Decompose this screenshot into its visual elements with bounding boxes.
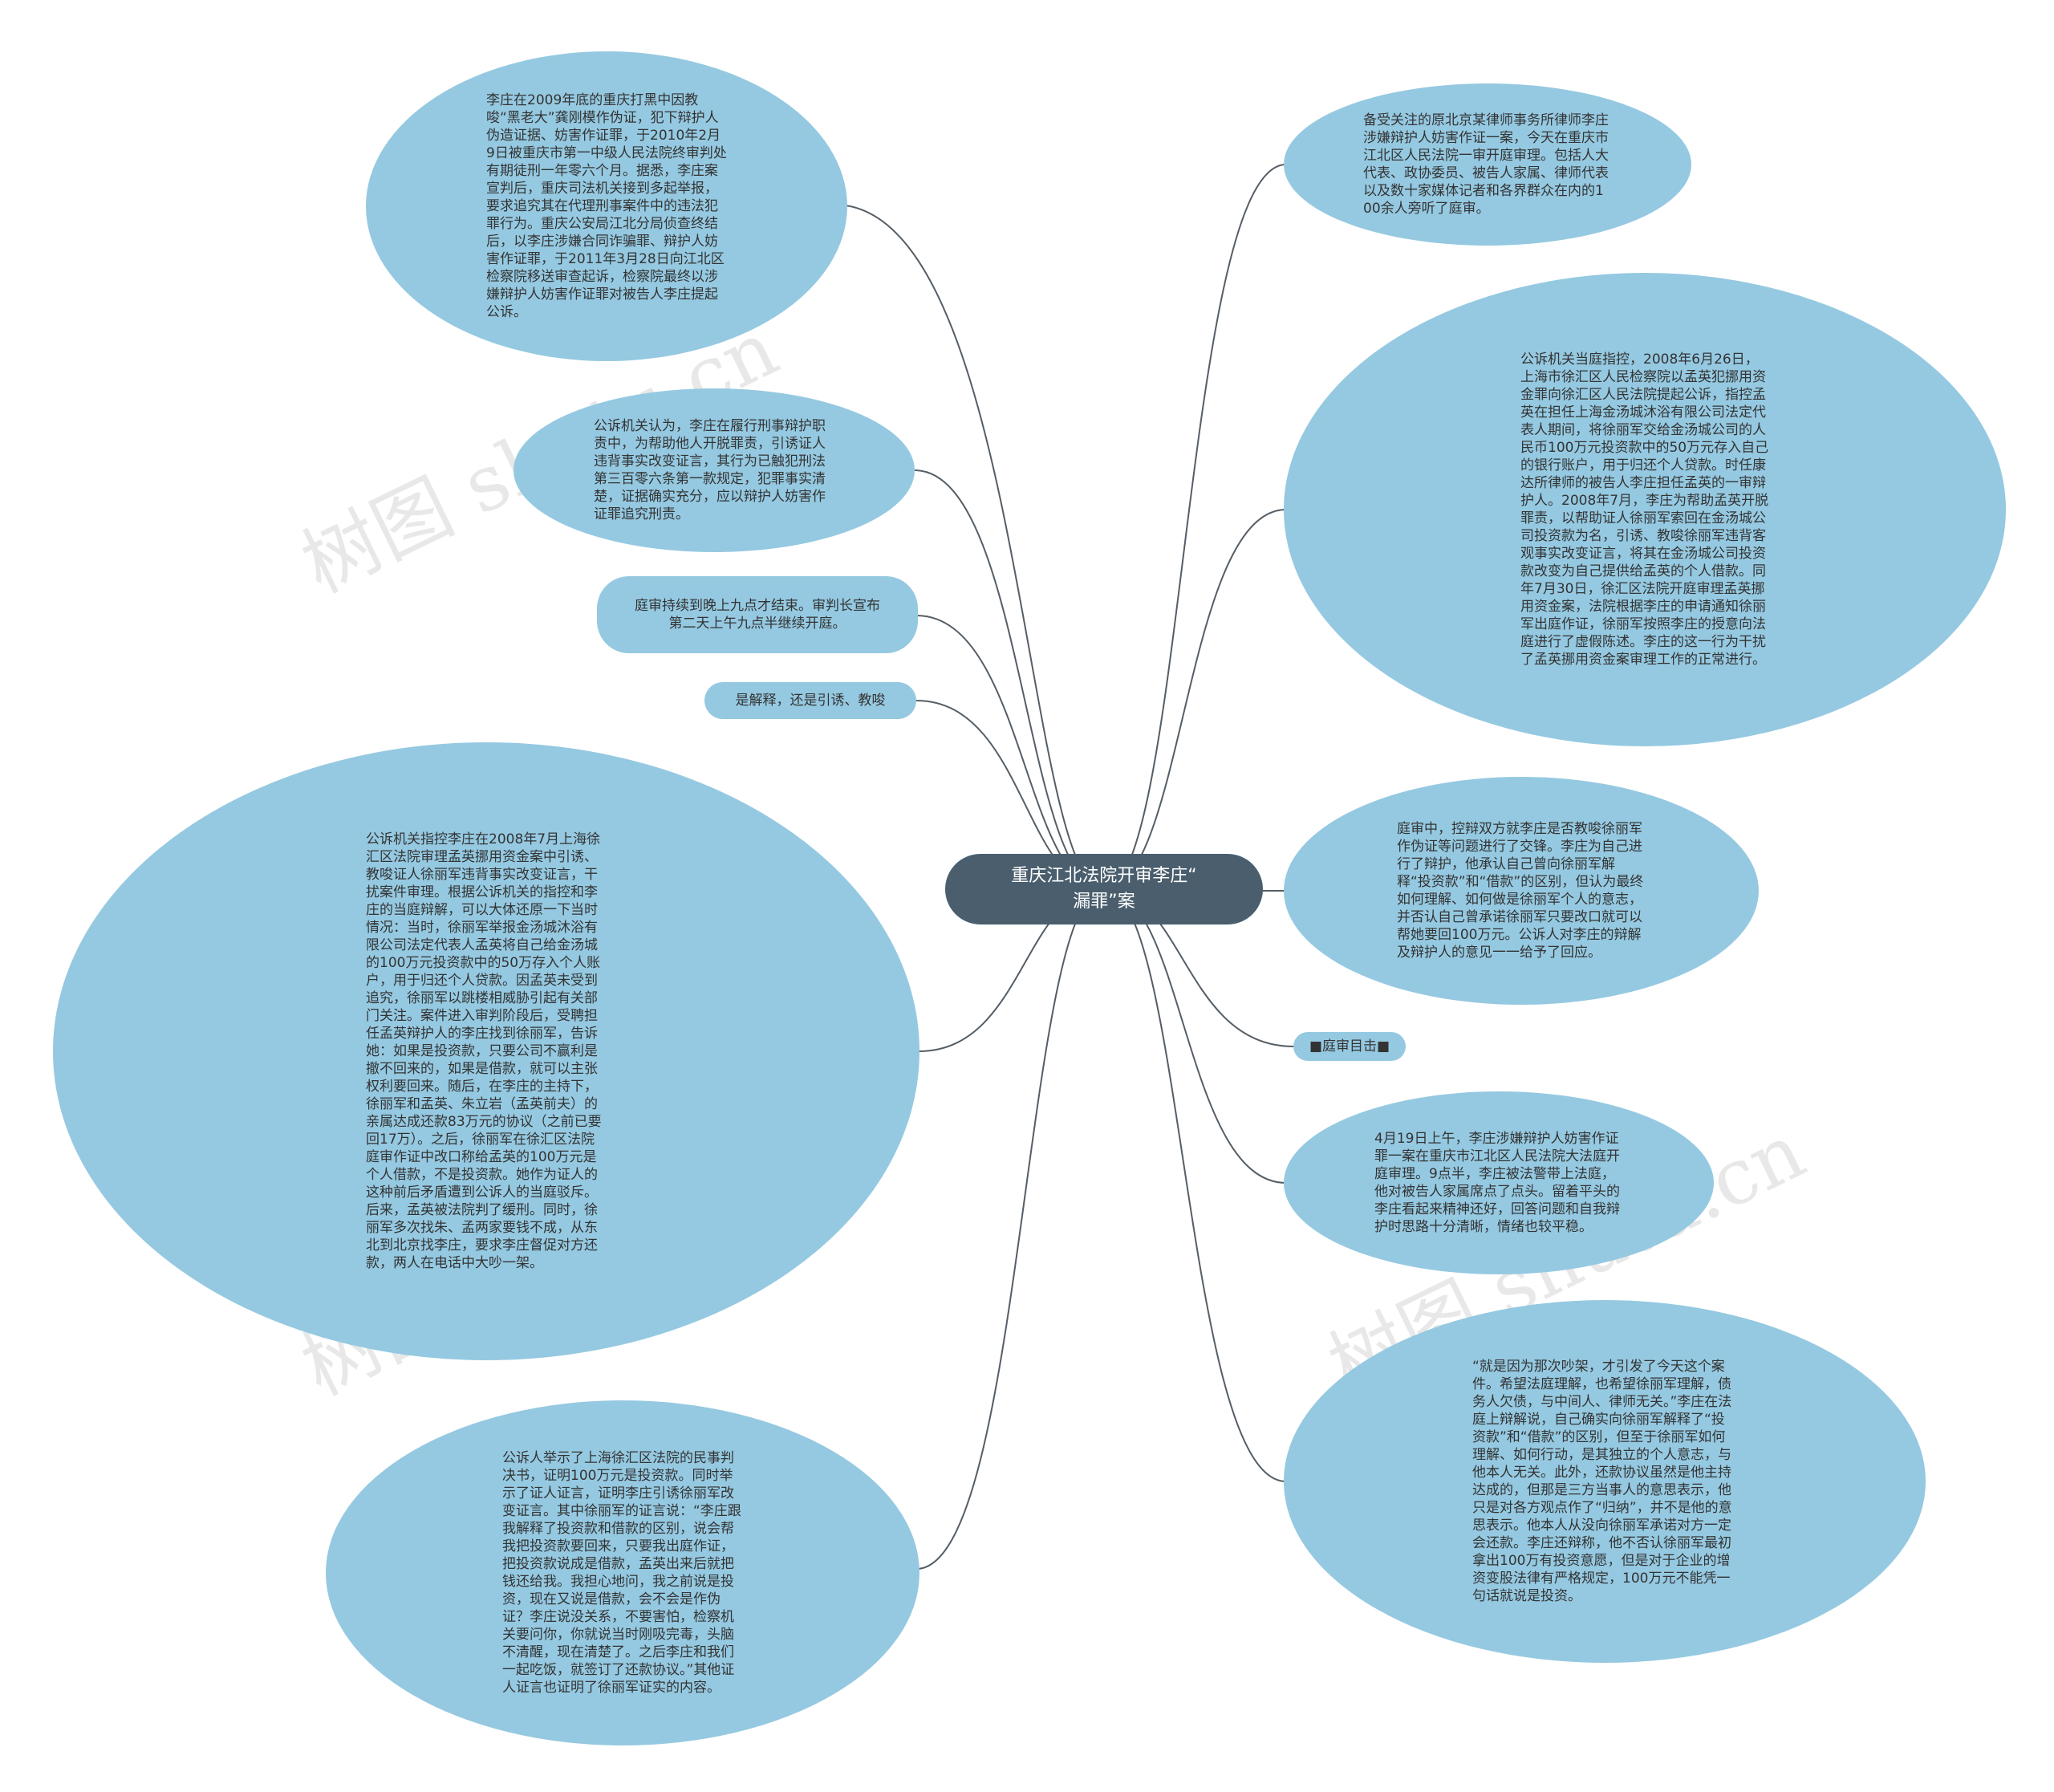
connector-line — [915, 615, 1105, 890]
topic-node-question-heading[interactable]: 是解释，还是引诱、教唆 — [704, 682, 916, 719]
topic-node-trial-scene[interactable]: 4月19日上午，李庄涉嫌辩护人妨害作证罪一案在重庆市江北区人民法院大法庭开庭审理… — [1284, 1091, 1714, 1274]
topic-node-text: 公诉机关指控李庄在2008年7月上海徐汇区法院审理孟英挪用资金案中引诱、教唆证人… — [366, 831, 602, 1271]
topic-node-defense-statement[interactable]: “就是因为那次吵架，才引发了今天这个案件。希望法庭理解，也希望徐丽军理解，债务人… — [1284, 1300, 1926, 1663]
topic-node-text: 公诉机关当庭指控，2008年6月26日，上海市徐汇区人民检察院以孟英犯挪用资金罪… — [1520, 351, 1769, 668]
topic-node-evidence[interactable]: 公诉人举示了上海徐汇区法院的民事判决书，证明100万元是投资款。同时举示了证人证… — [326, 1400, 919, 1745]
topic-node-trial-end[interactable]: 庭审持续到晚上九点才结束。审判长宣布第二天上午九点半继续开庭。 — [597, 576, 918, 653]
topic-node-text: “就是因为那次吵架，才引发了今天这个案件。希望法庭理解，也希望徐丽军理解，债务人… — [1472, 1359, 1732, 1604]
central-topic-label: 重庆江北法院开审李庄“ 漏罪”案 — [1011, 866, 1197, 912]
central-topic[interactable]: 重庆江北法院开审李庄“ 漏罪”案 — [945, 854, 1263, 924]
connector-line — [1103, 888, 1287, 1184]
topic-node-prior-case[interactable]: 李庄在2009年底的重庆打黑中因教唆“黑老大”龚刚模作伪证，犯下辩护人伪造证据、… — [366, 51, 847, 361]
connector-line — [1103, 164, 1287, 890]
connector-line — [915, 888, 1105, 1570]
connector-line — [834, 204, 1105, 890]
topic-node-eyewitness-tag[interactable]: ■庭审目击■ — [1293, 1032, 1406, 1061]
connector-line — [1103, 509, 1287, 890]
topic-node-indictment[interactable]: 公诉机关当庭指控，2008年6月26日，上海市徐汇区人民检察院以孟英犯挪用资金罪… — [1284, 273, 2006, 746]
topic-node-text: 庭审持续到晚上九点才结束。审判长宣布第二天上午九点半继续开庭。 — [635, 598, 880, 632]
topic-node-text: 备受关注的原北京某律师事务所律师李庄涉嫌辩护人妨害作证一案，今天在重庆市江北区人… — [1363, 112, 1609, 217]
topic-node-text: 庭审中，控辩双方就李庄是否教唆徐丽军作伪证等问题进行了交锋。李庄为自己进行了辩护… — [1397, 821, 1644, 961]
topic-node-debate[interactable]: 庭审中，控辩双方就李庄是否教唆徐丽军作伪证等问题进行了交锋。李庄为自己进行了辩护… — [1284, 777, 1759, 1005]
topic-node-text: 公诉人举示了上海徐汇区法院的民事判决书，证明100万元是投资款。同时举示了证人证… — [502, 1450, 741, 1696]
topic-node-text: ■庭审目击■ — [1309, 1038, 1390, 1054]
topic-node-charge-detail[interactable]: 公诉机关指控李庄在2008年7月上海徐汇区法院审理孟英挪用资金案中引诱、教唆证人… — [53, 742, 919, 1360]
topic-node-text: 是解释，还是引诱、教唆 — [735, 693, 886, 709]
topic-node-text: 公诉机关认为，李庄在履行刑事辩护职责中，为帮助他人开脱罪责，引诱证人违背事实改变… — [594, 418, 826, 522]
topic-node-trial-opening[interactable]: 备受关注的原北京某律师事务所律师李庄涉嫌辩护人妨害作证一案，今天在重庆市江北区人… — [1284, 83, 1691, 246]
topic-node-text: 4月19日上午，李庄涉嫌辩护人妨害作证罪一案在重庆市江北区人民法院大法庭开庭审理… — [1374, 1131, 1620, 1235]
topic-node-text: 李庄在2009年底的重庆打黑中因教唆“黑老大”龚刚模作伪证，犯下辩护人伪造证据、… — [486, 92, 727, 320]
connector-line — [914, 469, 1105, 890]
topic-node-prosecution-view[interactable]: 公诉机关认为，李庄在履行刑事辩护职责中，为帮助他人开脱罪责，引诱证人违背事实改变… — [514, 388, 915, 552]
